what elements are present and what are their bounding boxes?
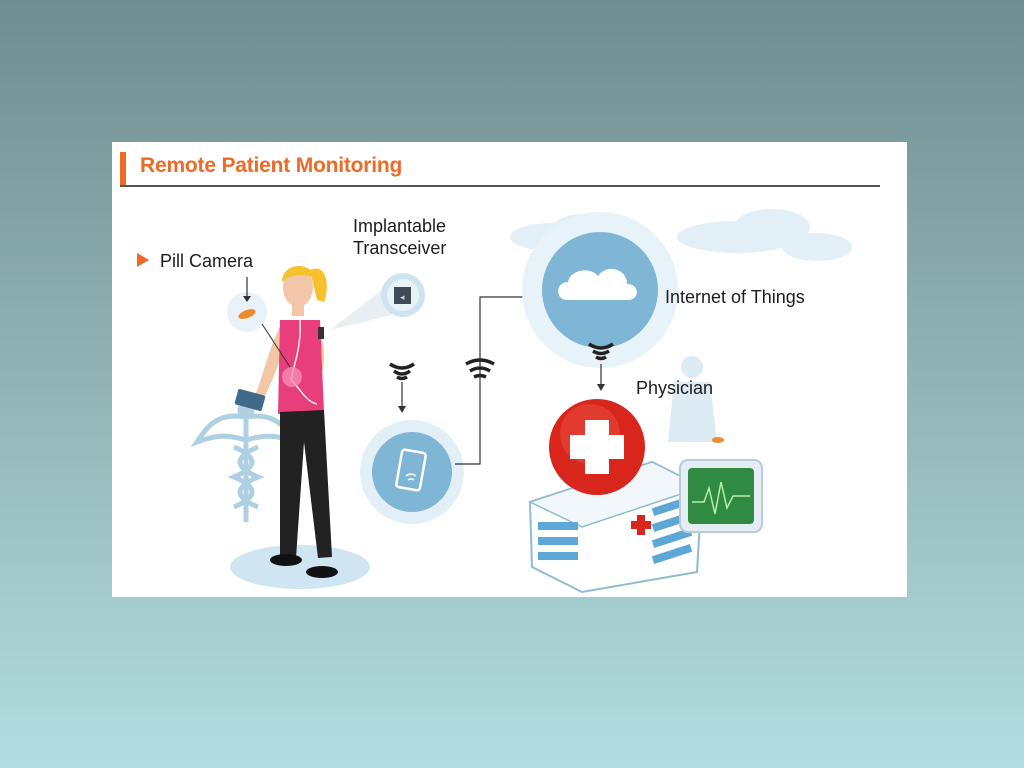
diagram-illustration: ◂ — [190, 209, 852, 594]
physician-label: Physician — [636, 378, 714, 398]
patient-figure — [234, 265, 338, 578]
title-accent-bar — [120, 152, 126, 185]
wifi-icon — [465, 358, 495, 379]
pill-camera-icon — [227, 277, 291, 368]
svg-text:◂: ◂ — [400, 293, 405, 303]
red-cross-icon — [631, 515, 651, 535]
implantable-label-line1: Implantable — [353, 216, 447, 236]
tablet-icon — [360, 420, 464, 524]
diagram-title: Remote Patient Monitoring — [140, 154, 403, 177]
woman-floor-shadow — [230, 545, 370, 589]
title-divider — [120, 185, 880, 187]
monitor-icon — [679, 437, 763, 533]
implantable-label-line2: Transceiver — [353, 238, 447, 258]
wifi-icon — [588, 342, 614, 361]
hospital-icon — [527, 408, 704, 594]
internet-of-things-label: Internet of Things — [665, 287, 805, 307]
implantable-transceiver-label: Implantable Transceiver — [353, 215, 446, 259]
cloud-icon — [522, 212, 678, 368]
diagram-panel: Remote Patient Monitoring — [112, 142, 907, 597]
wifi-icon — [389, 362, 415, 381]
physician-figure — [668, 356, 717, 442]
pill-camera-label: Pill Camera — [160, 251, 254, 271]
red-cross-icon — [549, 399, 645, 495]
pill-camera-marker-icon — [137, 253, 149, 267]
implant-icon: ◂ — [381, 273, 425, 317]
